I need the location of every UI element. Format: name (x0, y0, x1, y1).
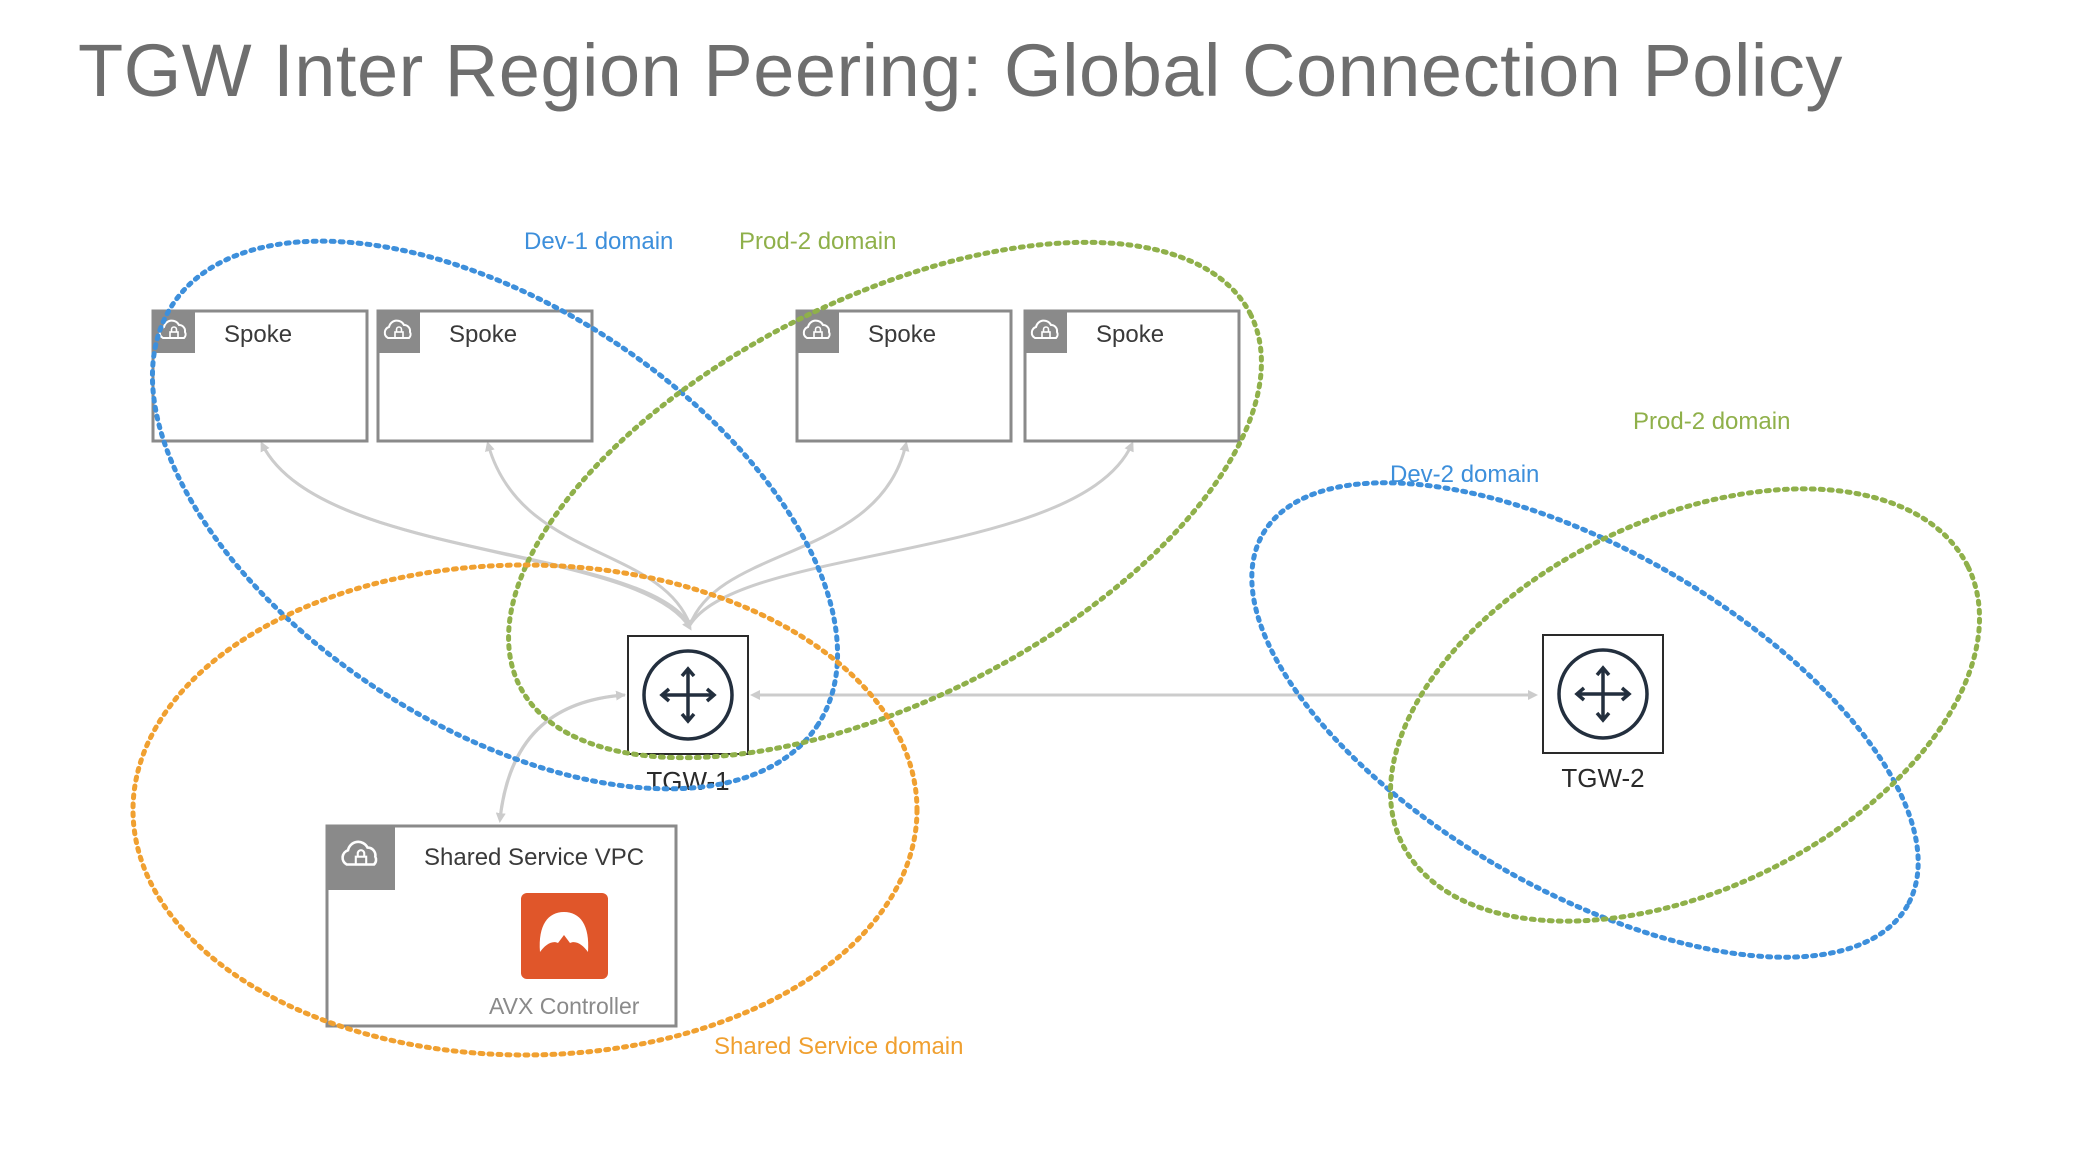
spoke-vpc[interactable]: Spoke (151, 309, 369, 443)
shared-service-vpc[interactable]: Shared Service VPC AVX Controller (325, 824, 678, 1028)
router-icon (642, 649, 734, 741)
arrow-spoke2-tgw1 (485, 441, 692, 626)
shared-service-domain-label: Shared Service domain (714, 1033, 963, 1060)
router-icon (1557, 648, 1649, 740)
dev-2-domain-label: Dev-2 domain (1390, 461, 1539, 488)
page-title: TGW Inter Region Peering: Global Connect… (78, 29, 1843, 112)
shared-service-domain-boundary (130, 562, 920, 1058)
prod-2-domain-boundary-right (1387, 486, 1983, 924)
spoke-label: Spoke (449, 321, 517, 348)
arrow-spoke4-tgw1 (688, 441, 1134, 626)
prod-2-domain-label-left: Prod-2 domain (739, 228, 896, 255)
spoke-label: Spoke (868, 321, 936, 348)
arrow-spoke3-tgw1 (688, 441, 910, 626)
tgw-2[interactable]: TGW-2 (1542, 634, 1664, 793)
spoke-vpc[interactable]: Spoke (376, 309, 594, 443)
avx-controller-label: AVX Controller (489, 993, 640, 1019)
shared-vpc-label: Shared Service VPC (424, 844, 644, 871)
arrow-tgw1-spoke1 (260, 443, 692, 631)
prod-2-domain-label-right: Prod-2 domain (1633, 408, 1790, 435)
connector-arrows (260, 441, 1538, 823)
spoke-label: Spoke (224, 321, 292, 348)
dev-1-domain-label: Dev-1 domain (524, 228, 673, 255)
prod-2-domain-boundary-left (506, 239, 1264, 761)
spoke-vpc[interactable]: Spoke (1023, 309, 1241, 443)
dev-2-domain-boundary (1249, 480, 1921, 960)
tgw-2-label: TGW-2 (1561, 763, 1644, 793)
dev-1-domain-boundary (149, 238, 841, 792)
arrow-sharedvpc-tgw1 (498, 690, 626, 819)
spoke-vpc[interactable]: Spoke (795, 309, 1013, 443)
aviatrix-logo-icon (521, 893, 608, 979)
tgw-1-label: TGW-1 (646, 766, 729, 796)
spoke-label: Spoke (1096, 321, 1164, 348)
tgw-1[interactable]: TGW-1 (627, 635, 749, 796)
